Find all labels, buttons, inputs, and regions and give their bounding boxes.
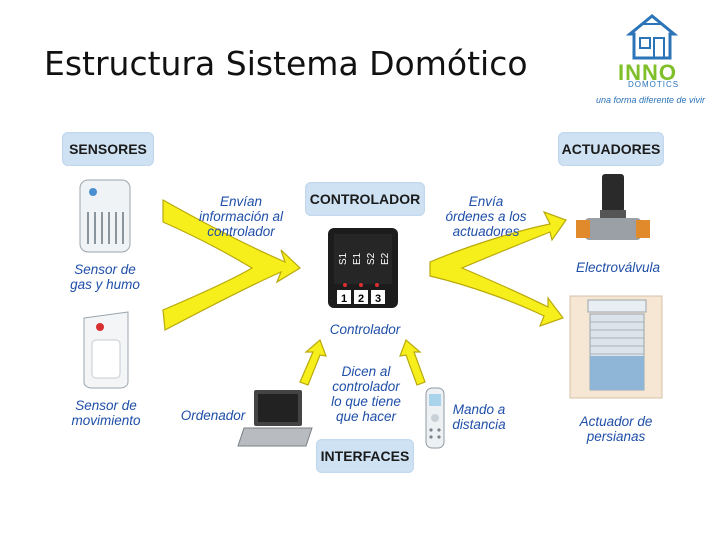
motion-sensor-icon [83,311,129,389]
terminal-e1: E1 [352,252,363,265]
terminal-e2: E2 [380,252,391,265]
button-1: 1 [341,293,347,305]
remote-control-icon [425,387,445,449]
laptop-icon [237,390,313,447]
house-logo-icon [625,14,679,60]
interfaces-box: INTERFACES [316,439,414,473]
sensores-box: SENSORES [62,132,154,166]
terminal-s1: S1 [338,252,349,265]
button-2: 2 [358,293,364,305]
arrow-pc-to-controller [299,338,327,386]
controller-device-icon: S1 E1 S2 E2 1 2 3 [328,228,398,308]
gas-sensor-icon [79,179,131,253]
blind-actuator-icon [569,295,663,399]
arrow-sensors-to-controller [162,198,301,331]
arrow-controller-to-actuators [429,210,567,327]
label-controlador: Controlador [329,322,401,337]
controlador-box: CONTROLADOR [305,182,425,216]
button-3: 3 [375,293,381,305]
logo-word: INNO [618,60,677,85]
label-electrovalvula: Electroválvula [575,260,661,275]
electrovalve-icon [576,174,650,240]
arrow-remote-to-controller [399,338,426,386]
logo-tagline: una forma diferente de vivir [596,95,706,105]
logo-sub: DOMOTICS [628,80,680,89]
page-title: Estructura Sistema Domótico [44,44,528,83]
label-ordenador: Ordenador [180,408,246,423]
terminal-s2: S2 [366,252,377,265]
actuadores-box: ACTUADORES [558,132,664,166]
